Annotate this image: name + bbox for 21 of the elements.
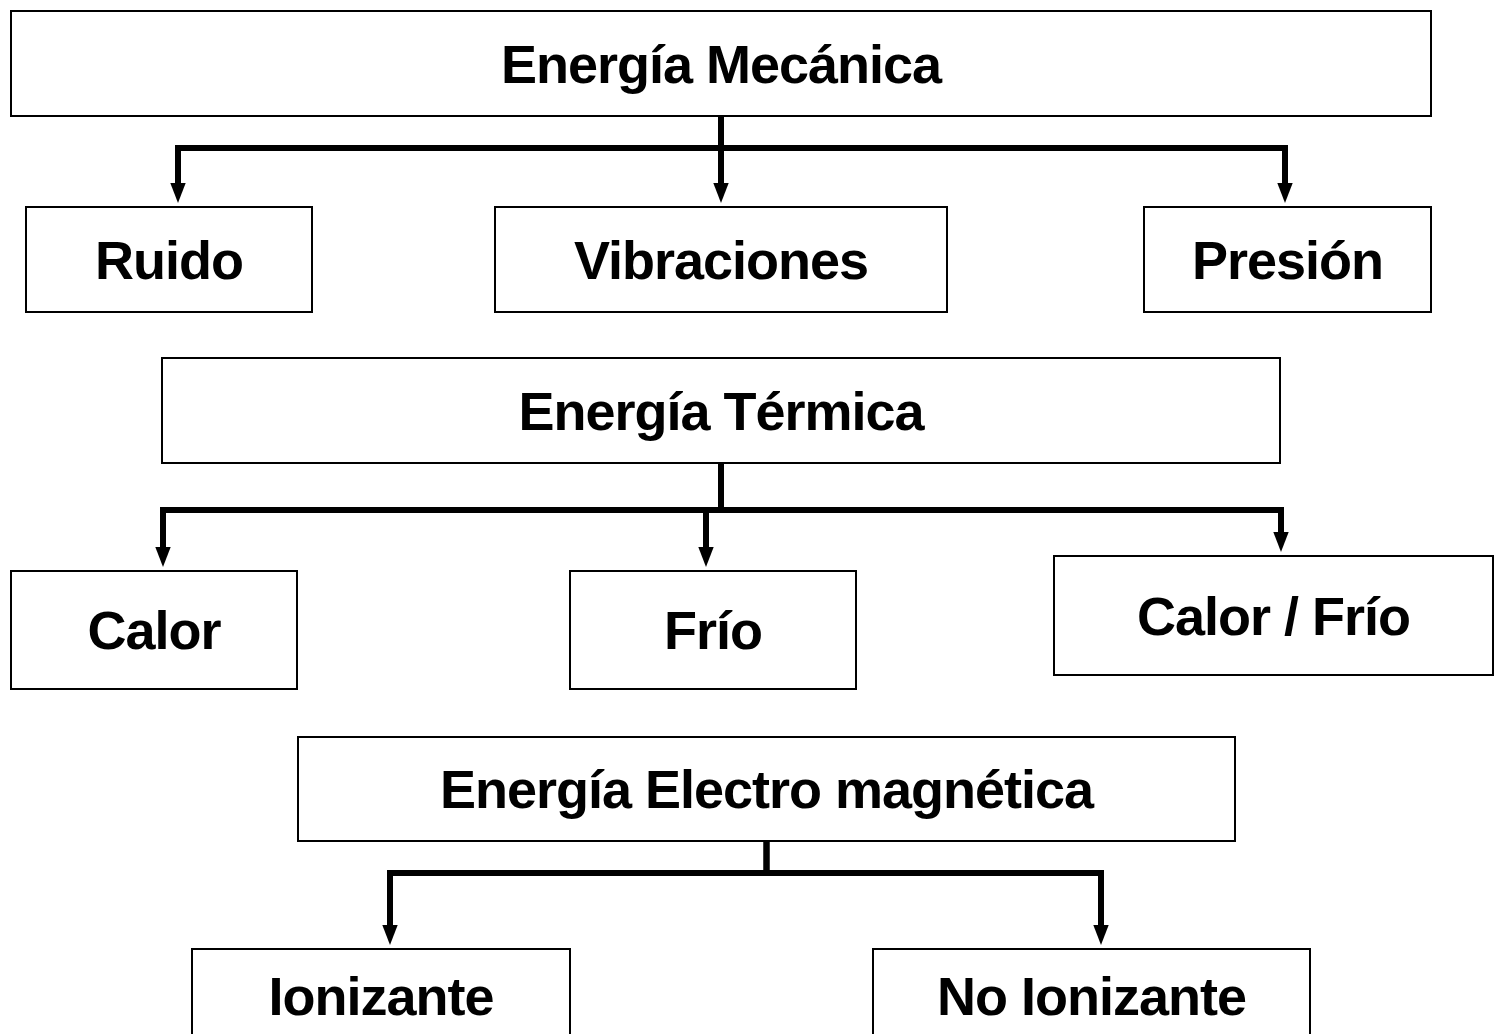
arrow [763, 842, 1109, 945]
label-box [569, 570, 857, 690]
box-label: Presión [1191, 232, 1384, 287]
box-label: Vibraciones [573, 232, 869, 287]
box-label: Frío [664, 603, 762, 657]
arrow [718, 464, 1289, 552]
label-box [10, 570, 298, 690]
box-label: Ionizante [268, 969, 494, 1023]
box-label: Ruido [95, 232, 243, 287]
box-label: Calor [87, 603, 221, 657]
box-label: Calor / Frío [1137, 588, 1410, 643]
label-box [161, 357, 1281, 464]
label-box [297, 736, 1236, 842]
label-box [494, 206, 948, 313]
box-label: No Ionizante [937, 969, 1246, 1023]
label-box [1143, 206, 1432, 313]
label-box [25, 206, 313, 313]
label-box [872, 948, 1311, 1034]
label-box [191, 948, 571, 1034]
label-box [10, 10, 1432, 117]
label-box [1053, 555, 1494, 676]
